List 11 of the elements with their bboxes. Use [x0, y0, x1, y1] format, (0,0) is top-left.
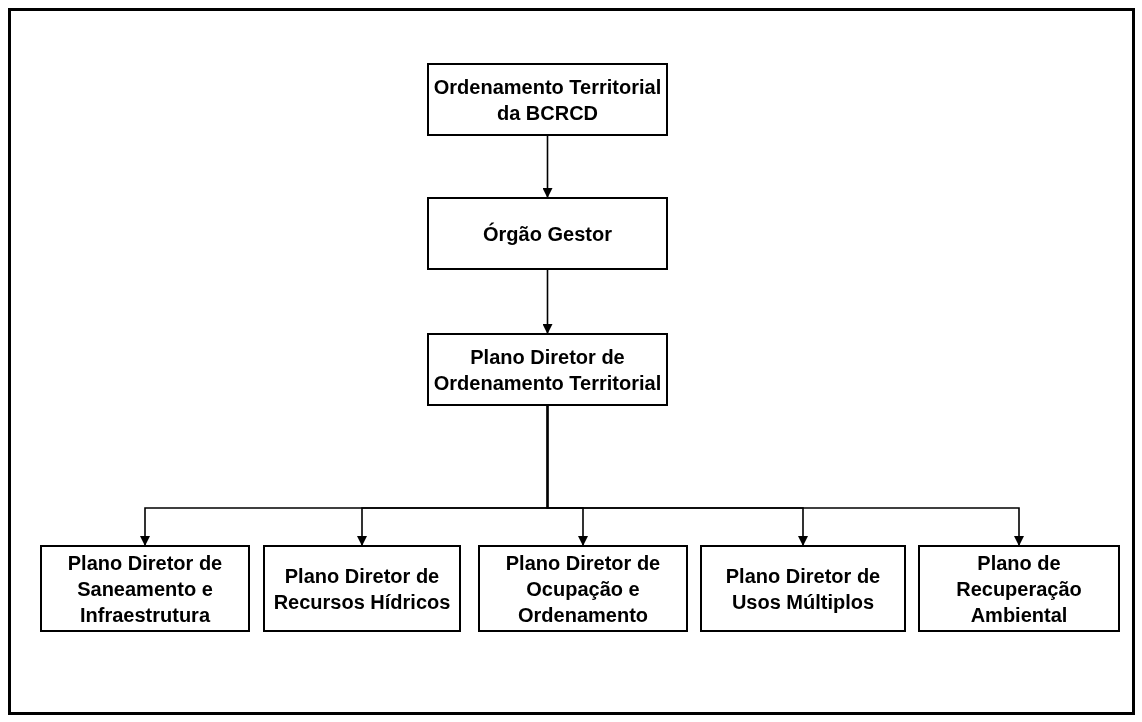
process-box: Plano Diretor de Ordenamento Territorial [427, 333, 668, 406]
process-box: Plano Diretor de Recursos Hídricos [263, 545, 461, 632]
process-box: Plano Diretor de Saneamento e Infraestrutura [40, 545, 250, 632]
arrow [546, 405, 1024, 546]
process-box: Ordenamento Territorial da BCRCD [427, 63, 668, 136]
process-box: Plano Diretor de Ocupação e Ordenamento [478, 545, 688, 632]
process-box: Órgão Gestor [427, 197, 668, 270]
process-box: Plano de Recuperação Ambiental [918, 545, 1120, 632]
process-box: Plano Diretor de Usos Múltiplos [700, 545, 906, 632]
arrow [542, 269, 553, 334]
arrow [542, 135, 553, 198]
